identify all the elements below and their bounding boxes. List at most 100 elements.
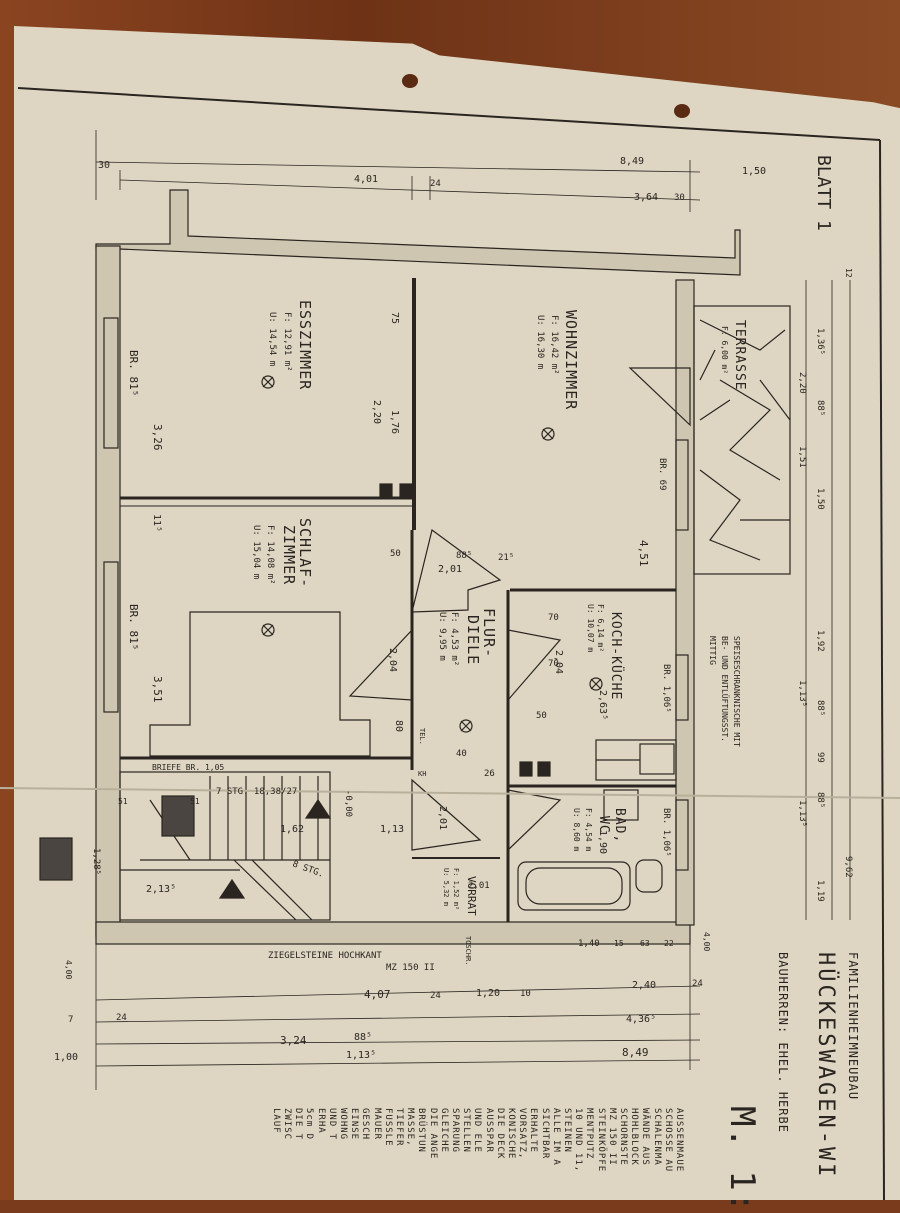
legend-line: SPARUNG	[450, 1108, 460, 1153]
vent-shaft	[380, 484, 392, 498]
dim-inner: 21⁵	[498, 553, 514, 563]
sheet-border-right	[880, 140, 884, 1200]
dim-bottom: 10	[520, 989, 531, 999]
dim-right: 1,13⁵	[797, 800, 807, 827]
title-line2: HÜCKESWAGEN-WI	[813, 952, 838, 1179]
room-perimeter-kueche: U: 10,07 m	[586, 604, 595, 652]
dim-inner: -0,00	[343, 790, 353, 817]
dim-bottom: 1,40	[578, 939, 600, 949]
legend-line: MZ 150 II	[607, 1108, 617, 1166]
sheet-label: BLATT 1	[813, 155, 834, 231]
dim-inner: 70	[548, 659, 559, 669]
legend-line: GLEICHE	[439, 1108, 449, 1153]
title-scale: M. 1:	[722, 1106, 762, 1213]
toilet	[636, 860, 662, 892]
room-name-bad: BAD,	[612, 808, 627, 843]
dim-right: 88⁵	[815, 400, 825, 416]
dim-inner: 50	[390, 549, 401, 559]
room-area-wohnzimmer: F: 16,42 m²	[549, 315, 559, 375]
legend-line: ALLE IM A	[551, 1108, 561, 1166]
legend-line: AUSSENMAUE	[674, 1108, 684, 1172]
room-area-vorrat: F: 1,52 m²	[452, 868, 460, 910]
dim-bottom: 15	[614, 939, 624, 948]
legend-line: ERHA	[316, 1108, 326, 1134]
room-name-esszimmer: ESSZIMMER	[296, 300, 314, 390]
dim-top: 24	[430, 179, 441, 189]
legend-line: ZWISC	[282, 1108, 292, 1140]
dim-right: 88⁵	[815, 700, 825, 716]
room-area-esszimmer: F: 12,91 m²	[282, 312, 292, 372]
legend-line: STEINKÖPFE	[596, 1108, 606, 1172]
window-label: BR. 81⁵	[127, 604, 140, 650]
dim-inner: 70	[548, 613, 559, 623]
dim-bottom: 24	[116, 1013, 127, 1023]
room-name-wohnzimmer: WOHNZIMMER	[562, 310, 580, 410]
kitchen-sink	[640, 744, 674, 774]
outer-wall-bottom	[96, 922, 690, 944]
dim-right: 88⁵	[815, 792, 825, 808]
room-perimeter-bad: U: 8,60 m	[572, 808, 581, 852]
legend-line: LAUF	[271, 1108, 281, 1134]
dim-inner: 2,20	[371, 400, 382, 424]
dim-inner: 3,26	[151, 424, 164, 451]
room-area-flurdiele: F: 4,53 m²	[449, 612, 459, 666]
dim-inner: 1,28⁵	[91, 848, 101, 875]
dim-top: 1,50	[742, 166, 766, 177]
legend-line: KONISCHE	[506, 1108, 516, 1159]
room-perimeter-flurdiele: U: 9,95 m	[437, 612, 447, 661]
stair-arrow-2	[220, 880, 244, 898]
legend-line: STEINEN	[562, 1108, 572, 1153]
dim-right: 99	[815, 752, 825, 763]
note-mz: MZ 150 II	[386, 963, 435, 973]
window-label: BR. 69	[657, 458, 667, 491]
legend-line: WÄNDE AUS	[640, 1108, 650, 1166]
room-area-bad: F: 4,54 m	[584, 808, 593, 852]
legend-line: WOHNG	[338, 1108, 348, 1140]
dim-right: 1,92	[815, 630, 825, 652]
legend-line: STELLEN	[461, 1108, 471, 1153]
title-line1: FAMILIENHEIMNEUBAU	[846, 952, 860, 1100]
legend-line: 5cm D	[304, 1108, 314, 1140]
legend-line: AUSSPAR	[484, 1108, 494, 1153]
room-name-kueche: KOCH-KÜCHE	[608, 612, 625, 700]
room-name-schlafzimmer-2: ZIMMER	[280, 525, 298, 585]
note-toschr: TOSCHR.	[464, 936, 472, 966]
legend-line: DIE ANGE	[428, 1108, 438, 1159]
sheet-border-top	[18, 88, 880, 140]
window-label: BR. 1,06⁵	[661, 808, 671, 857]
dim-inner: 50	[536, 711, 547, 721]
dim-inner: 26	[484, 769, 495, 779]
dim-inner: 51	[118, 797, 128, 806]
dim-bottom: 4,36⁵	[626, 1014, 656, 1025]
note-speise-1: SPEISESCHRANKNISCHE MIT	[732, 636, 741, 747]
dim-bottom: 1,00	[54, 1052, 78, 1063]
dim-inner: 2,04	[387, 648, 398, 672]
legend-line: TIEFER	[394, 1108, 404, 1147]
dim-bottom: 63	[640, 939, 650, 948]
dim-top: 30	[98, 160, 110, 171]
dim-bottom: 22	[664, 939, 674, 948]
note-speise-3: MITTIG	[708, 636, 717, 665]
note-stairs-7: 7 STG. 18,38/27	[216, 787, 297, 797]
dim-inner: 1,13	[380, 824, 404, 835]
dim-right: 12	[844, 268, 853, 278]
legend-line: 10 UND 11,	[573, 1108, 583, 1172]
legend-line: MAUER	[372, 1108, 382, 1140]
legend-line: SICHTBAR	[540, 1108, 550, 1159]
dim-bottom: 24	[692, 979, 703, 989]
legend-line: DIE DECK	[495, 1108, 505, 1159]
bathtub-inner	[526, 868, 622, 904]
room-perimeter-schlafzimmer: U: 15,04 m	[251, 525, 261, 579]
legend-line: SCHOSSE AU	[663, 1108, 673, 1172]
dim-bottom: 3,24	[280, 1034, 307, 1047]
legend-line: EINSE	[349, 1108, 359, 1140]
vent-shaft	[400, 484, 412, 498]
outer-wall-right	[676, 280, 694, 925]
note-tel: TEL.	[418, 728, 426, 745]
dim-bottom: 4,00	[64, 960, 73, 979]
outer-wall-left	[96, 246, 120, 936]
door-swing-schlaf	[350, 630, 412, 700]
vent-shaft	[520, 762, 532, 776]
door-swing-bad	[508, 790, 560, 850]
